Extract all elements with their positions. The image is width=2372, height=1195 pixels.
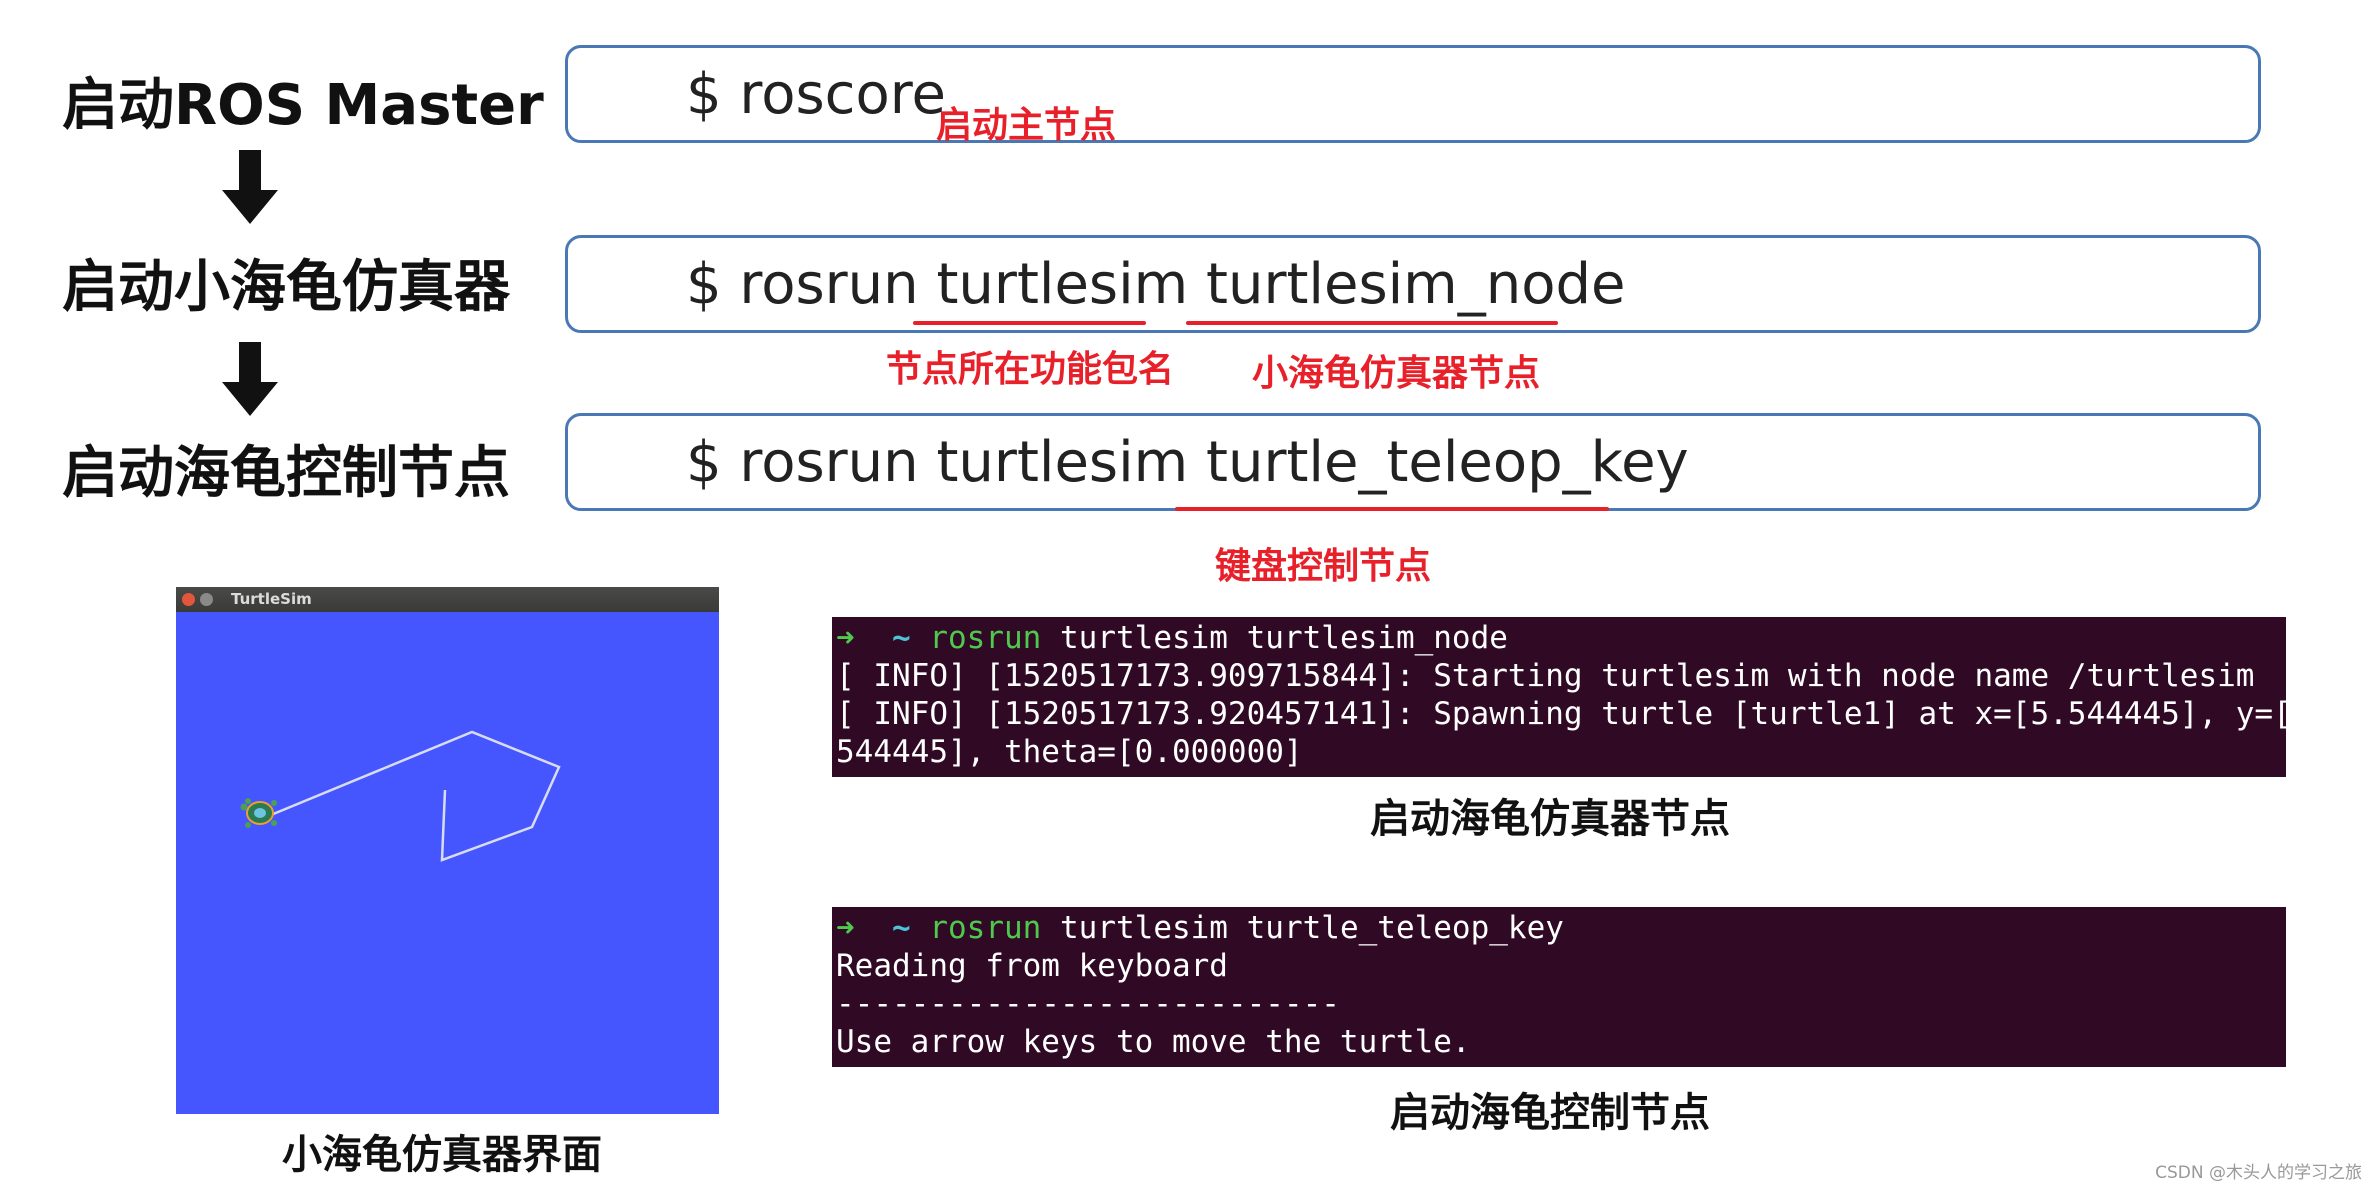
command-box-turtlesim-node: $ rosrun turtlesim turtlesim_node: [565, 235, 2261, 333]
terminal-output-line: [ INFO] [1520517173.920457141]: Spawning…: [836, 696, 2286, 732]
note-master-node: 启动主节点: [936, 105, 1117, 146]
command-box-roscore: $ roscore: [565, 45, 2261, 143]
step-label-roscore: 启动ROS Master: [62, 73, 544, 138]
window-title: TurtleSim: [231, 590, 312, 608]
window-titlebar: TurtleSim: [176, 587, 719, 612]
sim-caption: 小海龟仿真器界面: [282, 1132, 602, 1178]
command-box-teleop: $ rosrun turtlesim turtle_teleop_key: [565, 413, 2261, 511]
terminal2-caption: 启动海龟控制节点: [1390, 1090, 1710, 1136]
terminal-output-line: Use arrow keys to move the turtle.: [836, 1024, 1471, 1060]
minimize-window-icon[interactable]: [200, 593, 213, 606]
step-label-turtlesim: 启动小海龟仿真器: [62, 255, 510, 320]
terminal-output-line: ---------------------------: [836, 986, 1340, 1022]
underline-package: [913, 321, 1146, 325]
terminal-turtlesim-node: ➜ ~ rosrun turtlesim turtlesim_node [ IN…: [832, 617, 2286, 777]
underline-teleop: [1175, 507, 1609, 511]
watermark: CSDN @木头人的学习之旅: [2155, 1163, 2362, 1183]
terminal-output-line: 544445], theta=[0.000000]: [836, 734, 1303, 770]
terminal-prompt-line: ➜ ~ rosrun turtlesim turtle_teleop_key: [836, 910, 1564, 946]
command-text: $ roscore: [686, 62, 946, 127]
terminal-prompt-line: ➜ ~ rosrun turtlesim turtlesim_node: [836, 620, 1508, 656]
close-window-icon[interactable]: [182, 593, 195, 606]
note-keyboard-node: 键盘控制节点: [1215, 546, 1432, 587]
turtlesim-canvas: [176, 612, 719, 1114]
terminal-teleop-key: ➜ ~ rosrun turtlesim turtle_teleop_key R…: [832, 907, 2286, 1067]
turtle-trail: [265, 730, 561, 862]
prompt-arrow-icon: ➜: [836, 910, 855, 946]
terminal-output-line: Reading from keyboard: [836, 948, 1228, 984]
terminal-output-line: [ INFO] [1520517173.909715844]: Starting…: [836, 658, 2255, 694]
turtle-trail-drawing: [240, 730, 561, 862]
step-label-teleop: 启动海龟控制节点: [62, 441, 510, 506]
command-text: $ rosrun turtlesim turtlesim_node: [686, 252, 1626, 317]
turtle-icon: [240, 798, 277, 828]
underline-node: [1186, 321, 1558, 325]
prompt-arrow-icon: ➜: [836, 620, 855, 656]
command-text: $ rosrun turtlesim turtle_teleop_key: [686, 430, 1689, 495]
note-sim-node: 小海龟仿真器节点: [1252, 353, 1541, 394]
turtlesim-window: TurtleSim: [176, 587, 719, 1114]
note-package-name: 节点所在功能包名: [886, 349, 1175, 390]
terminal1-caption: 启动海龟仿真器节点: [1370, 796, 1730, 842]
